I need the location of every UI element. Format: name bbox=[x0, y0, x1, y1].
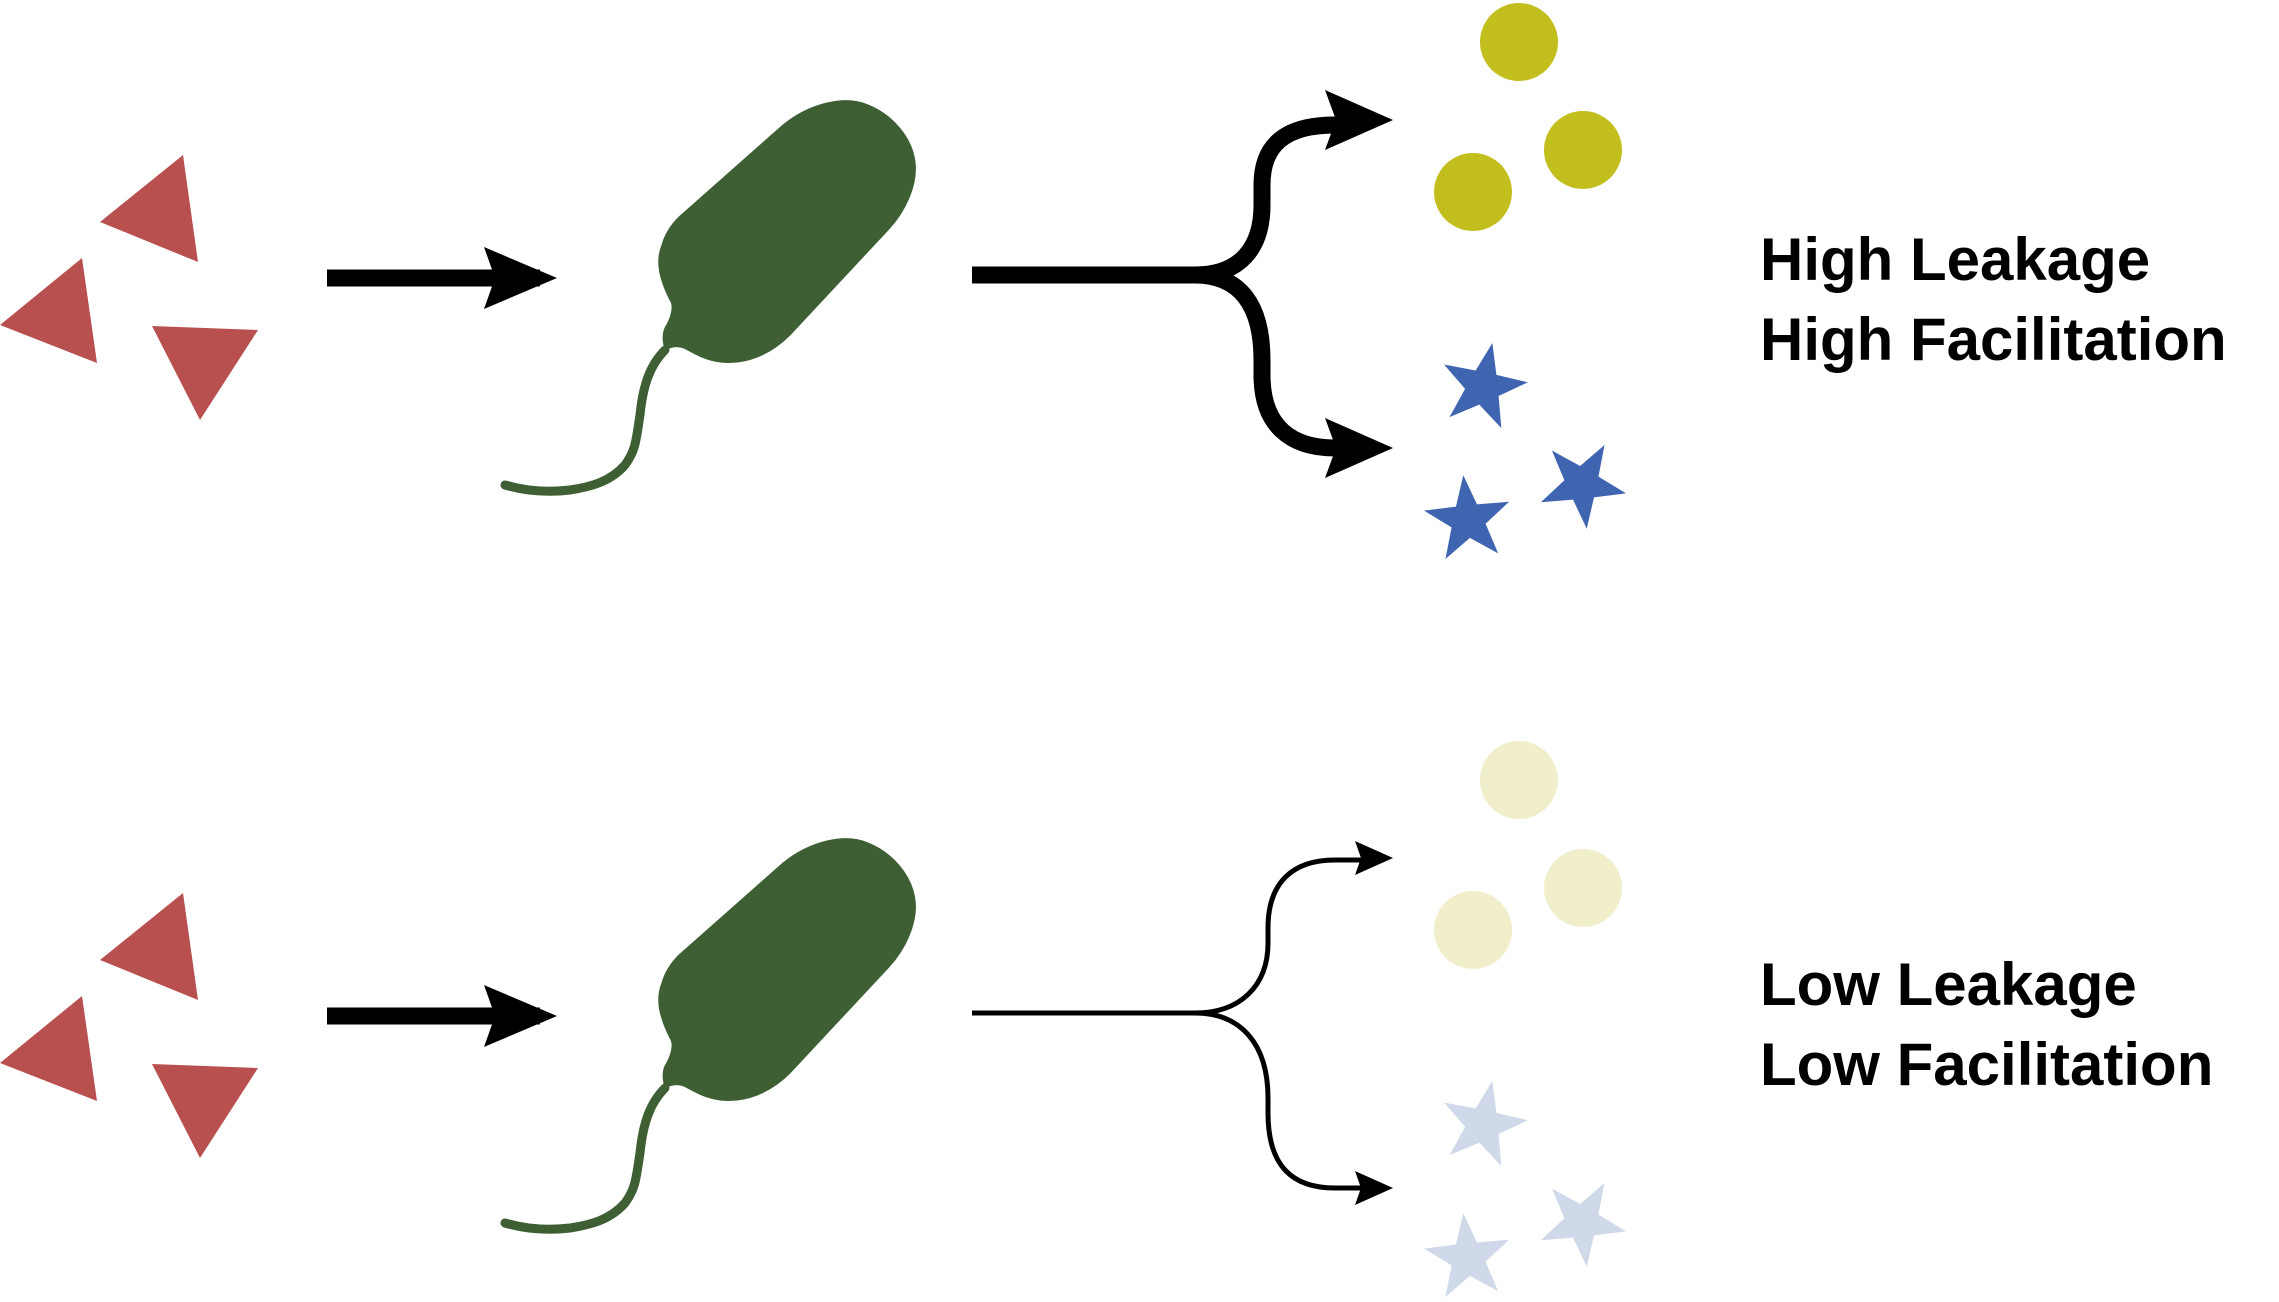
label-low: Low Leakage Low Facilitation bbox=[1760, 945, 2213, 1105]
product-stars bbox=[1420, 334, 1642, 561]
star-icon bbox=[1420, 334, 1642, 561]
label-high-facilitation: High Facilitation bbox=[1760, 306, 2227, 373]
bacterium-icon bbox=[505, 101, 915, 491]
substrate-triangles bbox=[0, 155, 258, 420]
branch-arrowheads bbox=[1355, 841, 1393, 1205]
uptake-arrow bbox=[327, 985, 557, 1047]
product-circles bbox=[1434, 3, 1622, 231]
leakage-branch-thick bbox=[972, 116, 1360, 457]
panel-low bbox=[0, 741, 1642, 1299]
panel-high bbox=[0, 3, 1642, 561]
uptake-arrow bbox=[327, 247, 557, 309]
branch-arrowheads bbox=[1325, 90, 1393, 478]
star-icon bbox=[1420, 1072, 1642, 1299]
circle-icon bbox=[1434, 741, 1622, 969]
circle-icon bbox=[1434, 3, 1622, 231]
product-circles-faded bbox=[1434, 741, 1622, 969]
triangle-icon bbox=[0, 893, 258, 1158]
leakage-branch-thin bbox=[972, 857, 1362, 1191]
substrate-triangles bbox=[0, 893, 258, 1158]
bacterium-icon bbox=[505, 839, 915, 1229]
triangle-icon bbox=[0, 155, 258, 420]
label-low-facilitation: Low Facilitation bbox=[1760, 1031, 2214, 1098]
label-high: High Leakage High Facilitation bbox=[1760, 220, 2227, 380]
label-high-leakage: High Leakage bbox=[1760, 226, 2151, 293]
label-low-leakage: Low Leakage bbox=[1760, 951, 2137, 1018]
product-stars-faded bbox=[1420, 1072, 1642, 1299]
